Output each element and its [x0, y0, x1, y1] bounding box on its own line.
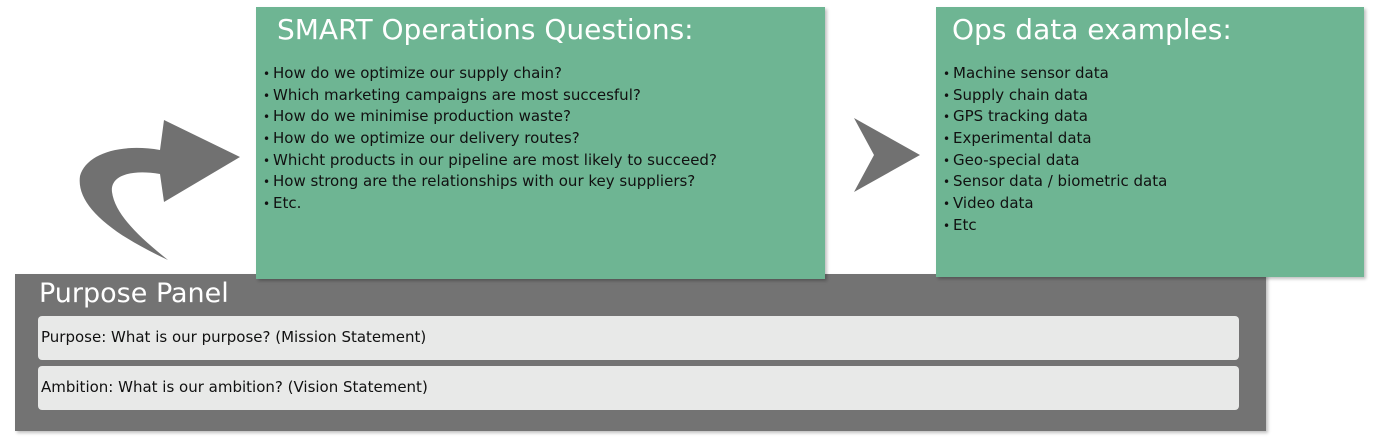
- bullet-icon: •: [263, 153, 271, 168]
- list-item: •How do we minimise production waste?: [263, 106, 717, 128]
- questions-box-title: SMART Operations Questions:: [277, 13, 694, 46]
- bullet-icon: •: [943, 67, 951, 81]
- bullet-icon: •: [263, 110, 271, 125]
- bullet-icon: •: [263, 132, 271, 147]
- ops-data-list: •Machine sensor data •Supply chain data …: [943, 63, 1167, 237]
- list-item: •Sensor data / biometric data: [943, 171, 1167, 193]
- bullet-icon: •: [943, 132, 951, 147]
- list-item: •Machine sensor data: [943, 63, 1167, 85]
- bullet-icon: •: [943, 175, 951, 190]
- bullet-icon: •: [263, 88, 271, 103]
- list-item: •Video data: [943, 193, 1167, 215]
- bullet-icon: •: [263, 175, 271, 190]
- questions-list: •How do we optimize our supply chain? •W…: [263, 63, 717, 215]
- bullet-icon: •: [943, 218, 951, 233]
- ops-data-box-title: Ops data examples:: [952, 13, 1232, 46]
- bullet-icon: •: [943, 110, 951, 125]
- list-item: •How strong are the relationships with o…: [263, 171, 717, 193]
- bullet-icon: •: [943, 88, 951, 103]
- purpose-panel-title: Purpose Panel: [39, 278, 229, 309]
- bullet-icon: •: [943, 197, 951, 212]
- list-item: •How do we optimize our delivery routes?: [263, 128, 717, 150]
- list-item: •How do we optimize our supply chain?: [263, 63, 717, 85]
- list-item: •Geo-special data: [943, 150, 1167, 172]
- list-item: •Etc: [943, 215, 1167, 237]
- ops-data-box: Ops data examples: •Machine sensor data …: [936, 7, 1364, 277]
- list-item: •Whicht products in our pipeline are mos…: [263, 150, 717, 172]
- list-item: •GPS tracking data: [943, 106, 1167, 128]
- purpose-panel: Purpose Panel Purpose: What is our purpo…: [15, 274, 1266, 431]
- list-item: •Experimental data: [943, 128, 1167, 150]
- list-item: •Supply chain data: [943, 85, 1167, 107]
- curved-arrow-icon: [79, 120, 240, 260]
- bullet-icon: •: [263, 67, 271, 81]
- list-item: •Which marketing campaigns are most succ…: [263, 85, 717, 107]
- questions-box: SMART Operations Questions: •How do we o…: [256, 7, 825, 279]
- bullet-icon: •: [263, 197, 271, 212]
- purpose-row[interactable]: Purpose: What is our purpose? (Mission S…: [38, 316, 1239, 360]
- ambition-row[interactable]: Ambition: What is our ambition? (Vision …: [38, 366, 1239, 410]
- right-arrow-icon: [854, 118, 920, 192]
- list-item: •Etc.: [263, 193, 717, 215]
- bullet-icon: •: [943, 153, 951, 168]
